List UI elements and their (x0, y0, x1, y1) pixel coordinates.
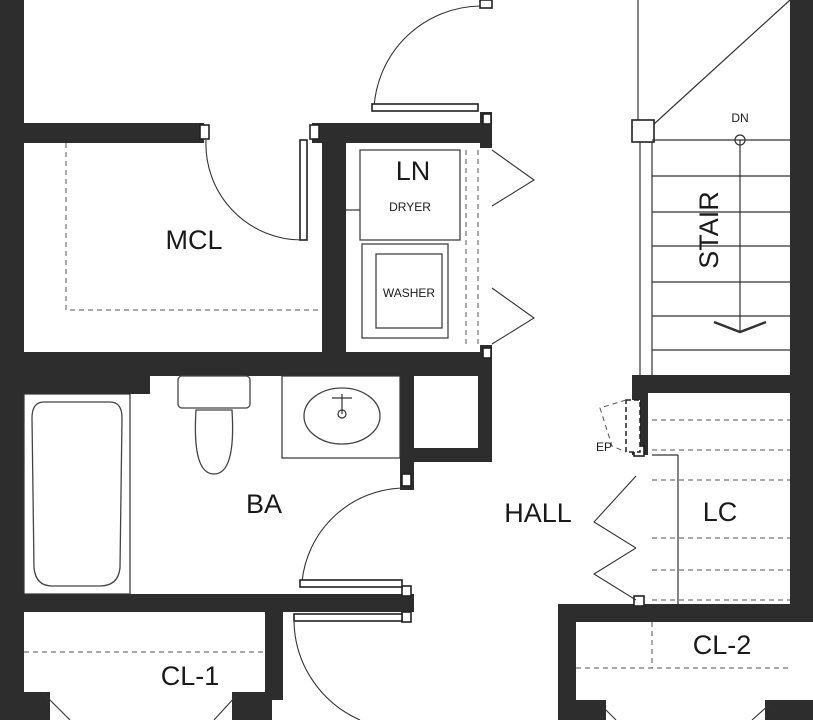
room-label-cl2: CL-2 (693, 630, 752, 660)
cl1-bottom-wall-right (232, 692, 272, 720)
room-label-mcl: MCL (165, 225, 222, 255)
mid-horizontal-wall (24, 352, 492, 376)
chase-bottom-wall (400, 448, 492, 462)
lc-bifold-upper (593, 475, 637, 549)
tub-outline (23, 393, 131, 595)
right-exterior-wall-upper (790, 0, 813, 380)
ep-box (625, 399, 641, 453)
panel-label-ep: EP (596, 440, 612, 454)
mcl-door-leaf (299, 139, 308, 241)
stair-treads (652, 139, 790, 351)
chase-left-wall (400, 368, 414, 468)
labels: MCL LN DRYER WASHER STAIR DN BA HALL LC … (161, 111, 752, 691)
bath-door-leaf (299, 579, 403, 588)
doors (43, 5, 771, 720)
chase-right-wall (478, 368, 492, 462)
cl2-bottom-wall-right (765, 700, 813, 720)
right-exterior-wall-mid (790, 375, 813, 610)
bath-top-wall-left (24, 376, 150, 394)
stair-direction-dot (734, 134, 746, 146)
room-label-ba: BA (246, 489, 282, 519)
top-door-leaf (371, 103, 479, 112)
stair-arrow-icon (713, 320, 767, 334)
cl1-door-right (213, 695, 237, 720)
cl2-left-wall (558, 604, 576, 720)
hall-door-swing (293, 621, 361, 720)
hall-door-leaf (293, 613, 403, 622)
cl2-door-right (751, 703, 771, 720)
bath-fixtures (23, 375, 401, 595)
laundry-bifold-upper (491, 149, 535, 207)
room-label-ln: LN (396, 156, 431, 186)
laundry-bifold-lower (491, 287, 535, 345)
electric-panel (599, 399, 641, 453)
bath-door-swing (301, 487, 405, 583)
room-label-cl1: CL-1 (161, 661, 220, 691)
cl1-right-wall (265, 610, 283, 700)
vanity-counter (281, 375, 401, 459)
top-door-swing (373, 5, 481, 109)
toilet-bowl (194, 409, 234, 475)
appliance-label-dryer: DRYER (389, 200, 431, 214)
washer-outer (361, 243, 449, 339)
stair-label-dn: DN (731, 111, 748, 125)
left-exterior-wall (0, 0, 24, 720)
lc-top-wall (632, 375, 813, 393)
cl2-top-wall (558, 604, 813, 622)
mcl-top-wall (24, 123, 204, 143)
toilet-tank (177, 375, 251, 409)
room-label-stair: STAIR (694, 191, 724, 269)
room-label-hall: HALL (504, 498, 572, 528)
sink-basin (303, 387, 381, 445)
bath-bottom-wall (24, 594, 414, 612)
lc-bifold-lower (592, 547, 637, 601)
door-jambs (199, 0, 645, 623)
dryer-box (359, 149, 461, 241)
laundry-top-wall (312, 123, 492, 143)
stair (631, 0, 791, 604)
washer-inner (375, 253, 443, 329)
mcl-shelf-dash (65, 143, 322, 311)
cl1-door-left (43, 693, 71, 720)
stair-newel-post (631, 119, 655, 143)
dashed-outlines (24, 143, 790, 669)
laundry-fixtures (346, 149, 461, 339)
mcl-laundry-partition (322, 123, 346, 355)
tub-basin (31, 401, 123, 587)
cl2-door-left (599, 703, 617, 720)
mcl-door-swing (205, 139, 303, 241)
cl2-bottom-wall-left (576, 700, 606, 720)
room-label-lc: LC (703, 497, 738, 527)
ep-door-swing (599, 399, 627, 453)
appliance-label-washer: WASHER (383, 286, 436, 300)
cl1-bottom-wall-left (24, 692, 50, 720)
